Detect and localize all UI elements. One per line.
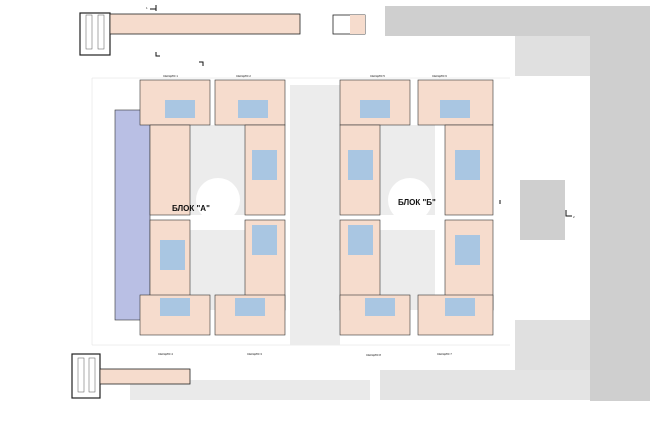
section-label: СЕКЦИЯ 4 (158, 352, 173, 356)
bottom-annex (71, 353, 191, 399)
cut-mark-label: 1 (146, 6, 148, 10)
block-b (339, 79, 494, 336)
block-a (114, 79, 286, 336)
section-label: СЕКЦИЯ 3 (247, 352, 262, 356)
courtyards (190, 85, 435, 345)
section-label: СЕКЦИЯ 7 (437, 352, 452, 356)
section-label: СЕКЦИЯ 5 (370, 74, 385, 78)
section-label: СЕКЦИЯ 8 (366, 353, 381, 357)
section-label: СЕКЦИЯ 2 (236, 74, 251, 78)
section-label: СЕКЦИЯ 1 (163, 74, 178, 78)
block-b-label: БЛОК "Б" (398, 198, 436, 207)
block-a-label: БЛОК "А" (172, 204, 210, 213)
existing-buildings (130, 6, 650, 401)
section-label: СЕКЦИЯ 6 (432, 74, 447, 78)
section-cut-marks (150, 5, 572, 217)
cut-mark-label: 2 (573, 215, 575, 219)
top-annex (79, 12, 366, 56)
